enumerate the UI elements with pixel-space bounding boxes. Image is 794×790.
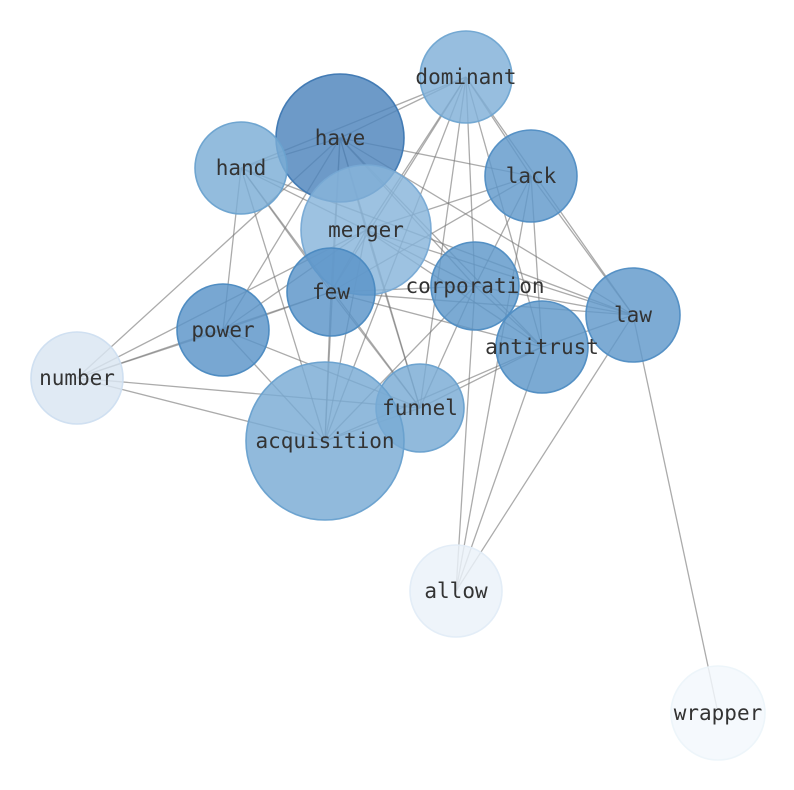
node-power (176, 283, 270, 377)
node-label-allow: allow (424, 579, 488, 603)
edge-dominant-funnel (419, 76, 467, 409)
node-wrapper (670, 665, 766, 761)
labels-layer: dominant have hand lack merger few corporation… (39, 65, 762, 725)
node-antitrust (495, 300, 589, 394)
node-acquisition (245, 361, 405, 521)
nodes-layer (30, 30, 766, 761)
node-label-antitrust: antitrust (485, 335, 599, 359)
node-label-acquisition: acquisition (255, 429, 394, 453)
node-label-merger: merger (328, 218, 404, 242)
node-label-lack: lack (506, 164, 557, 188)
node-label-hand: hand (216, 156, 267, 180)
node-label-dominant: dominant (415, 65, 516, 89)
edge-law-allow (455, 314, 634, 592)
node-number (30, 331, 124, 425)
edge-law-wrapper (632, 314, 719, 714)
edge-corporation-allow (455, 285, 476, 592)
node-label-wrapper: wrapper (674, 701, 763, 725)
node-label-power: power (191, 318, 254, 342)
node-dominant (419, 30, 513, 124)
node-hand (194, 121, 288, 215)
node-label-law: law (614, 303, 652, 327)
node-allow (409, 544, 503, 638)
node-lack (484, 129, 578, 223)
node-label-corporation: corporation (405, 274, 544, 298)
node-corporation (430, 241, 520, 331)
edge-lack-allow (455, 175, 532, 592)
node-law (585, 267, 681, 363)
node-few (286, 247, 376, 337)
node-label-funnel: funnel (382, 396, 458, 420)
node-label-have: have (315, 126, 366, 150)
node-label-number: number (39, 366, 115, 390)
node-label-few: few (312, 280, 350, 304)
